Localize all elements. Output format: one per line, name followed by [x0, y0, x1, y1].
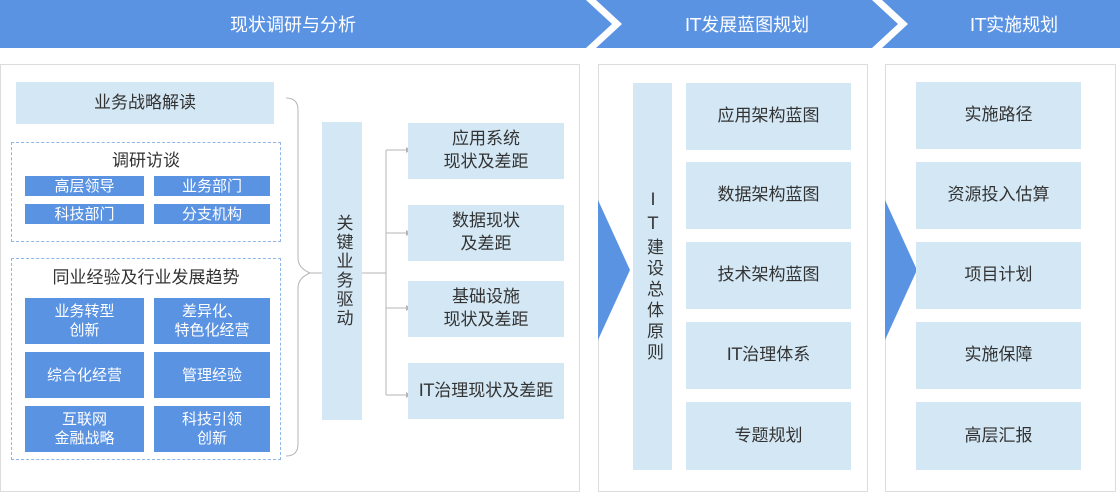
industry-item: 管理经验 — [154, 352, 270, 398]
interview-item: 分支机构 — [154, 204, 270, 224]
implementation-item: 高层汇报 — [916, 402, 1081, 470]
blueprint-item: IT治理体系 — [686, 322, 851, 389]
industry-item: 科技引领 创新 — [154, 406, 270, 452]
implementation-item: 实施路径 — [916, 82, 1081, 149]
strategy-label: 业务战略解读 — [94, 92, 196, 113]
gap-line: 及差距 — [460, 234, 512, 254]
phase-title-implementation: IT实施规划 — [969, 15, 1059, 36]
gap-line: 现状及差距 — [443, 310, 529, 330]
interview-group — [11, 142, 281, 242]
interview-item: 高层领导 — [25, 176, 144, 196]
arrow-analysis-to-blueprint — [598, 200, 630, 340]
gap-box-data: 数据现状 及差距 — [408, 205, 564, 261]
key-business-driver: 关键业务驱动 — [322, 122, 362, 420]
phase-header-blueprint: IT发展蓝图规划 — [596, 0, 898, 48]
strategy-box: 业务战略解读 — [16, 82, 274, 124]
it-principle-box: IT建设总体原则 — [633, 83, 672, 470]
blueprint-item: 专题规划 — [686, 402, 851, 470]
gap-box-it-governance: IT治理现状及差距 — [408, 363, 564, 419]
implementation-item: 资源投入估算 — [916, 162, 1081, 229]
gap-line: 应用系统 — [452, 129, 520, 149]
phase-title-blueprint: IT发展蓝图规划 — [684, 15, 810, 36]
gap-line: 基础设施 — [452, 287, 520, 307]
industry-item-line: 创新 — [196, 429, 227, 447]
phase-title-analysis: 现状调研与分析 — [230, 15, 356, 36]
it-principle-label: IT建设总体原则 — [643, 189, 663, 364]
gap-line: 数据现状 — [452, 211, 520, 231]
phase-header-analysis: 现状调研与分析 — [0, 0, 612, 48]
industry-item: 差异化、 特色化经营 — [154, 298, 270, 344]
interview-item: 科技部门 — [25, 204, 144, 224]
interview-title: 调研访谈 — [112, 151, 180, 171]
key-business-driver-label: 关键业务驱动 — [332, 214, 353, 328]
industry-item-line: 特色化经营 — [174, 321, 250, 339]
industry-group — [11, 258, 281, 460]
blueprint-item: 应用架构蓝图 — [686, 83, 851, 150]
industry-item-line: 管理经验 — [181, 365, 242, 384]
gap-line: IT治理现状及差距 — [418, 380, 554, 401]
industry-item-line: 科技引领 — [181, 410, 242, 428]
gap-line: 现状及差距 — [443, 152, 529, 172]
industry-item-line: 金融战略 — [54, 429, 115, 447]
industry-item: 综合化经营 — [25, 352, 144, 398]
industry-item-line: 互联网 — [61, 410, 107, 428]
industry-item: 互联网 金融战略 — [25, 406, 144, 452]
arrow-blueprint-to-implementation — [885, 200, 917, 340]
interview-item: 业务部门 — [154, 176, 270, 196]
blueprint-item: 数据架构蓝图 — [686, 162, 851, 229]
industry-item: 业务转型 创新 — [25, 298, 144, 344]
industry-item-line: 创新 — [69, 321, 100, 339]
blueprint-item: 技术架构蓝图 — [686, 242, 851, 309]
implementation-item: 实施保障 — [916, 322, 1081, 389]
phase-header-implementation: IT实施规划 — [882, 0, 1120, 48]
industry-item-line: 综合化经营 — [46, 365, 122, 384]
industry-title: 同业经验及行业发展趋势 — [52, 268, 240, 288]
gap-box-infrastructure: 基础设施 现状及差距 — [408, 281, 564, 337]
industry-item-line: 业务转型 — [54, 302, 115, 320]
gap-box-application: 应用系统 现状及差距 — [408, 123, 564, 179]
implementation-item: 项目计划 — [916, 242, 1081, 309]
industry-item-line: 差异化、 — [181, 302, 242, 320]
